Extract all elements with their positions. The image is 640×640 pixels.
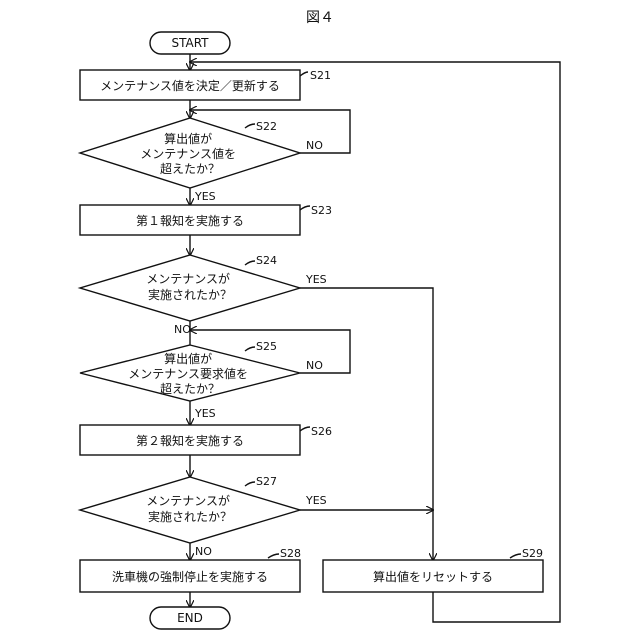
process-s26-text: 第２報知を実施する — [136, 433, 244, 448]
decision-s24-line-1: メンテナンスが — [146, 271, 230, 286]
decision-s22-line-2: メンテナンス値を — [140, 146, 236, 161]
s27-yes-label: YES — [305, 494, 327, 507]
step-id-s21: S21 — [310, 69, 331, 82]
start-label: START — [171, 36, 209, 50]
s22-no-label: NO — [306, 139, 323, 152]
process-s29-text: 算出値をリセットする — [373, 569, 493, 584]
s25-yes-label: YES — [194, 407, 216, 420]
s23-leader — [300, 206, 310, 210]
decision-s25-line-1: 算出値が — [164, 351, 212, 366]
step-id-s22: S22 — [256, 120, 277, 133]
process-s21-text: メンテナンス値を決定／更新する — [100, 78, 280, 93]
end-label: END — [177, 611, 203, 625]
process-s28-text: 洗車機の強制停止を実施する — [112, 569, 268, 584]
s21-leader — [300, 72, 308, 76]
decision-s22-line-3: 超えたか？ — [160, 161, 220, 176]
s27-leader — [245, 482, 255, 486]
s26-leader — [300, 427, 310, 431]
figure-title: 図４ — [306, 10, 334, 26]
s29-leader — [510, 554, 521, 558]
s28-leader — [268, 554, 279, 558]
s24-yes-label: YES — [305, 273, 327, 286]
step-id-s23: S23 — [311, 204, 332, 217]
s27-no-label: NO — [195, 545, 212, 558]
s24-no-label: NO — [174, 323, 191, 336]
decision-s22-line-1: 算出値が — [164, 131, 212, 146]
s25-leader — [245, 347, 255, 351]
step-id-s28: S28 — [280, 547, 301, 560]
step-id-s29: S29 — [522, 547, 543, 560]
s22-yes-label: YES — [194, 190, 216, 203]
decision-s27-line-1: メンテナンスが — [146, 493, 230, 508]
s24-leader — [245, 261, 255, 265]
decision-s25-line-3: 超えたか？ — [160, 381, 220, 396]
s25-no-label: NO — [306, 359, 323, 372]
step-id-s24: S24 — [256, 254, 277, 267]
s22-leader — [245, 124, 255, 128]
step-id-s25: S25 — [256, 340, 277, 353]
decision-s25-line-2: メンテナンス要求値を — [128, 366, 248, 381]
process-s23-text: 第１報知を実施する — [136, 213, 244, 228]
step-id-s26: S26 — [311, 425, 332, 438]
decision-s24-line-2: 実施されたか？ — [148, 287, 232, 302]
s24-yes-line — [300, 288, 433, 510]
step-id-s27: S27 — [256, 475, 277, 488]
decision-s27-line-2: 実施されたか？ — [148, 509, 232, 524]
